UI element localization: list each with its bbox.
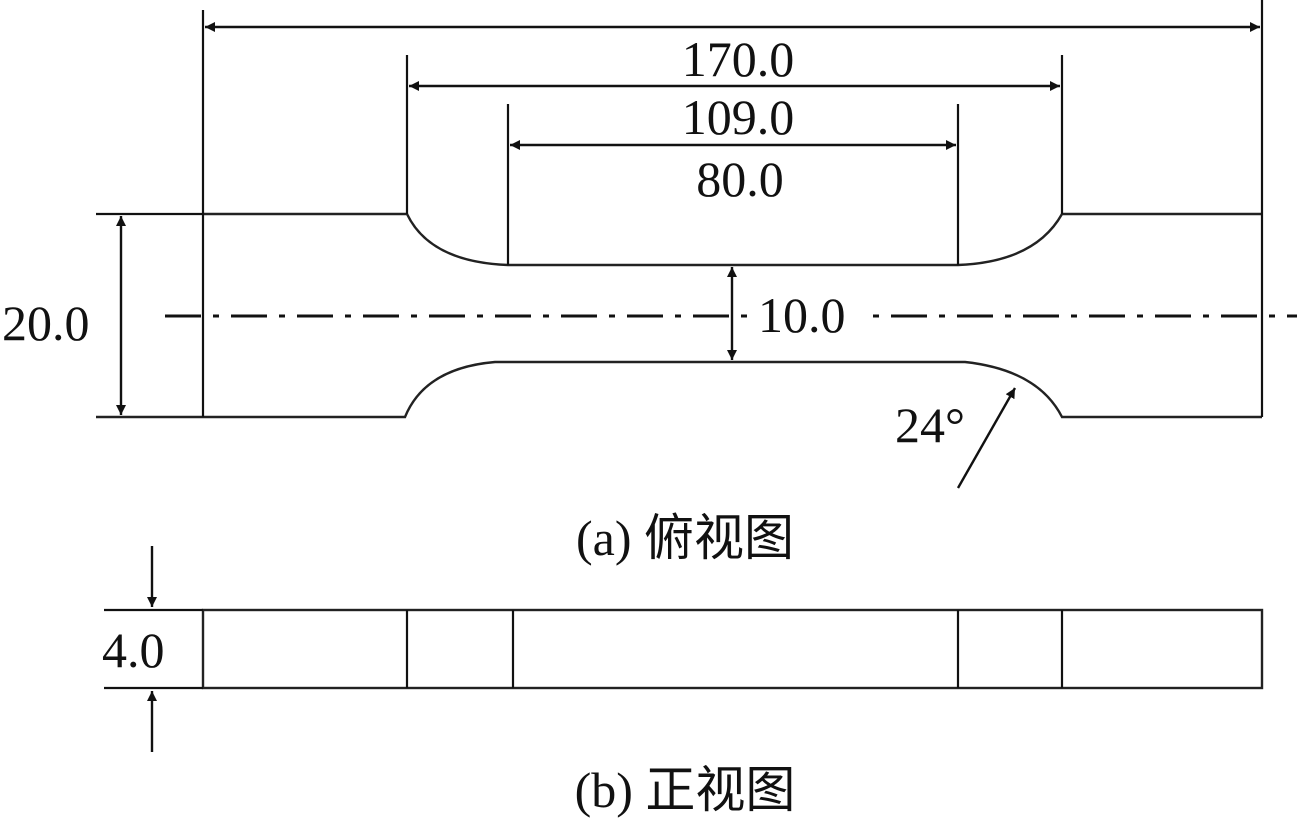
- dim-label-gauge-straight: 109.0: [682, 89, 795, 145]
- dim-label-fillet-angle: 24°: [895, 397, 965, 453]
- dim-label-thickness: 4.0: [102, 622, 165, 678]
- caption-top-view: (a) 俯视图: [576, 510, 794, 566]
- specimen-outline-lower: [96, 360, 1262, 419]
- dim-label-gauge-outer: 170.0: [682, 31, 795, 87]
- neck-label-mask: [756, 290, 862, 336]
- caption-front-view: (b) 正视图: [575, 762, 796, 818]
- specimen-outline-upper: [203, 212, 1262, 267]
- dim-label-neck-width: 10.0: [758, 287, 846, 343]
- front-view: 4.0 (b) 正视图: [102, 546, 1264, 818]
- leader-fillet-angle: [956, 387, 1017, 489]
- front-view-outline: [201, 608, 1264, 690]
- dim-label-gauge-mark: 80.0: [696, 151, 784, 207]
- dim-label-grip-width: 20.0: [2, 295, 90, 351]
- top-view: 170.0 109.0 80.0 20.0 10.0 24° (a) 俯视图: [2, 0, 1297, 566]
